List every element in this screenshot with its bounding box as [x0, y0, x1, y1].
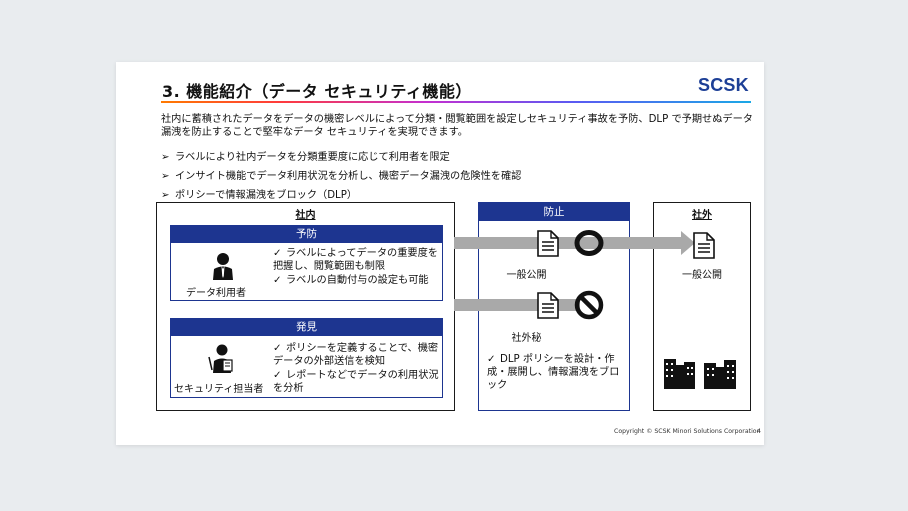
detection-check-2: ✓レポートなどでデータの利用状況を分析	[273, 370, 439, 394]
prevention-check-2: ✓ラベルの自動付与の設定も可能	[273, 275, 429, 286]
block-check: ✓DLP ポリシーを設計・作成・展開し、情報漏洩をブロック	[487, 354, 620, 391]
block-public-label: 一般公開	[506, 270, 547, 281]
prohibited-icon	[574, 290, 604, 320]
bullet-arrow-icon: ➢	[161, 171, 170, 182]
check-icon: ✓	[273, 248, 282, 259]
external-label: 社外	[692, 210, 712, 221]
check-icon: ✓	[487, 354, 496, 365]
internal-label: 社内	[295, 210, 316, 221]
title-gradient-rule	[161, 101, 751, 103]
block-secret-label: 社外秘	[511, 333, 542, 344]
prevention-header: 予防	[171, 226, 442, 243]
detection-check-1: ✓ポリシーを定義することで、機密データの外部送信を検知	[273, 343, 439, 367]
check-icon: ✓	[273, 370, 282, 381]
secret-document-icon	[537, 292, 559, 319]
user-icon	[213, 253, 233, 280]
external-public-label: 一般公開	[682, 270, 722, 281]
bullet-3: ➢ポリシーで情報漏洩をブロック（DLP）	[161, 190, 358, 201]
block-header: 防止	[479, 203, 629, 221]
copyright: Copyright © SCSK Minori Solutions Corpor…	[614, 428, 761, 435]
prevention-check-1: ✓ラベルによってデータの重要度を把握し、閲覧範囲も制限	[273, 248, 438, 272]
bullet-2: ➢インサイト機能でデータ利用状況を分析し、機密データ漏洩の危険性を確認	[161, 171, 522, 182]
page-title: 3. 機能紹介（データ セキュリティ機能）	[162, 82, 472, 101]
bullet-arrow-icon: ➢	[161, 190, 170, 201]
check-icon: ✓	[273, 343, 282, 354]
document-icon	[537, 230, 559, 257]
allowed-circle-icon	[574, 230, 604, 256]
page-number: 4	[757, 428, 761, 435]
check-icon: ✓	[273, 275, 282, 286]
arrow-head-icon	[681, 231, 695, 255]
bullet-arrow-icon: ➢	[161, 152, 170, 163]
detection-header: 発見	[171, 319, 442, 336]
security-officer-icon	[208, 344, 233, 373]
prevention-panel: 予防 データ利用者 ✓ラベルによってデータの重要度を把握し、閲覧範囲も制限 ✓ラ…	[170, 225, 443, 301]
external-document-icon	[693, 232, 715, 259]
intro-text: 社内に蓄積されたデータをデータの機密レベルによって分類・閲覧範囲を設定しセキュリ…	[161, 114, 753, 138]
buildings-icon	[664, 359, 736, 389]
detection-panel: 発見 セキュリティ担当者 ✓ポリシーを定義することで、機密データの外部送信を検知…	[170, 318, 443, 398]
internal-box: 社内 予防 データ利用者 ✓ラベルによってデータの重要度を把握し、閲覧範囲も制限…	[156, 202, 455, 411]
detection-role: セキュリティ担当者	[174, 384, 264, 395]
prevention-role: データ利用者	[186, 288, 246, 299]
bullet-1: ➢ラベルにより社内データを分類重要度に応じて利用者を限定	[161, 152, 450, 163]
secret-flow-arrow	[454, 299, 580, 311]
slide: 3. 機能紹介（データ セキュリティ機能） SCSK 社内に蓄積されたデータをデ…	[116, 62, 764, 445]
scsk-logo: SCSK	[698, 75, 749, 95]
public-flow-arrow	[454, 237, 682, 249]
